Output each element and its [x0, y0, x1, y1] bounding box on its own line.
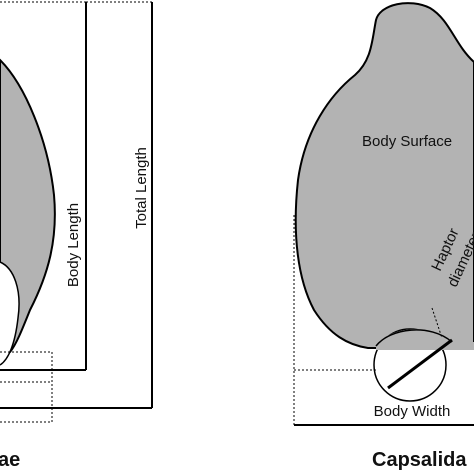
- left-specimen-panel: Body Length Total Length ae: [0, 1, 153, 471]
- right-specimen-panel: Body Surface Haptor diameter Body Width …: [293, 2, 474, 471]
- haptor-diameter-line: [387, 338, 453, 390]
- body-width-label: Body Width: [374, 403, 451, 420]
- body-surface-label: Body Surface: [362, 133, 452, 150]
- body-length-label: Body Length: [65, 203, 82, 287]
- total-length-label: Total Length: [133, 147, 150, 229]
- left-haptor-disk: [0, 261, 20, 366]
- right-body-outline: [294, 2, 474, 349]
- right-family-label: Capsalida: [372, 449, 467, 471]
- haptor-overlap-lobe: [376, 329, 474, 350]
- left-family-label: ae: [0, 449, 20, 471]
